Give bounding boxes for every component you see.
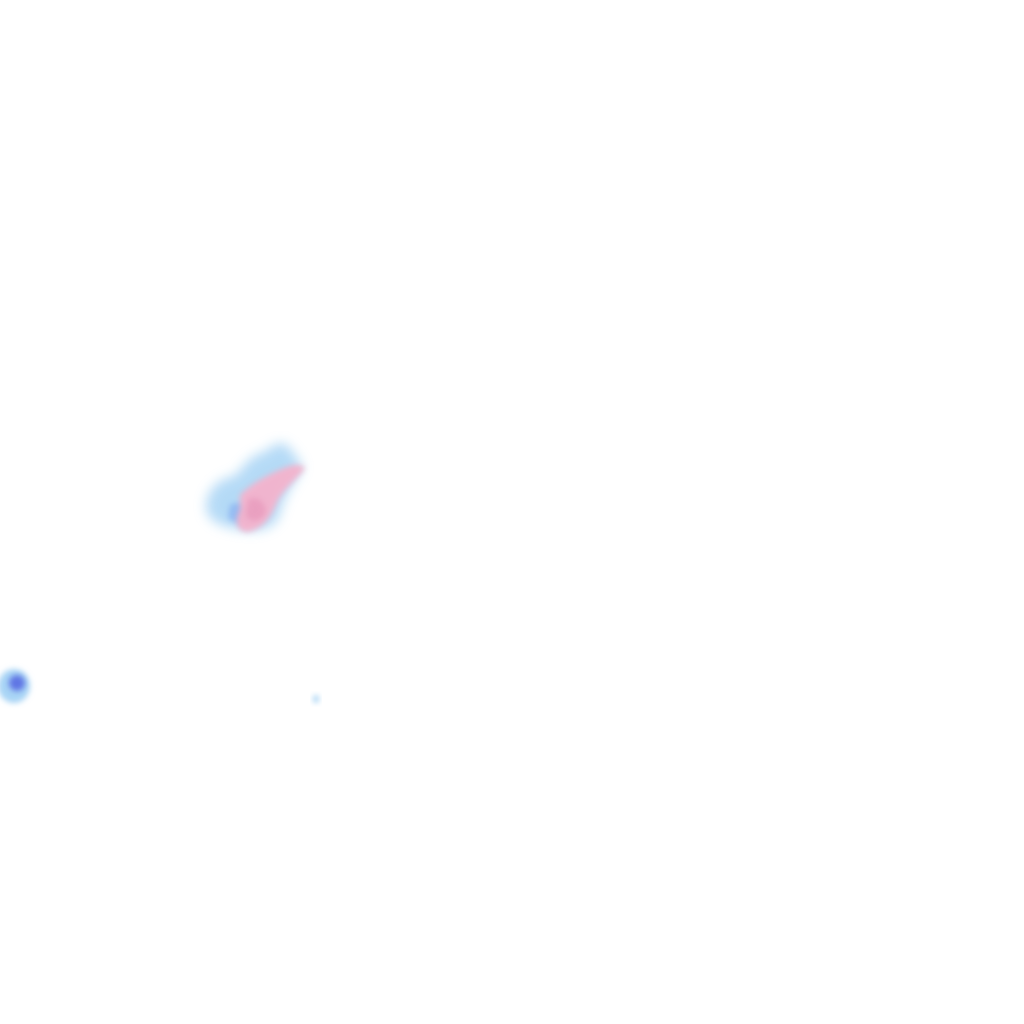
heavy-rain-area — [9, 675, 25, 691]
precip-cell-west — [0, 669, 30, 703]
precip-cell-main — [205, 443, 305, 532]
precip-speck — [313, 695, 319, 703]
mixed-precip-core — [246, 498, 266, 521]
